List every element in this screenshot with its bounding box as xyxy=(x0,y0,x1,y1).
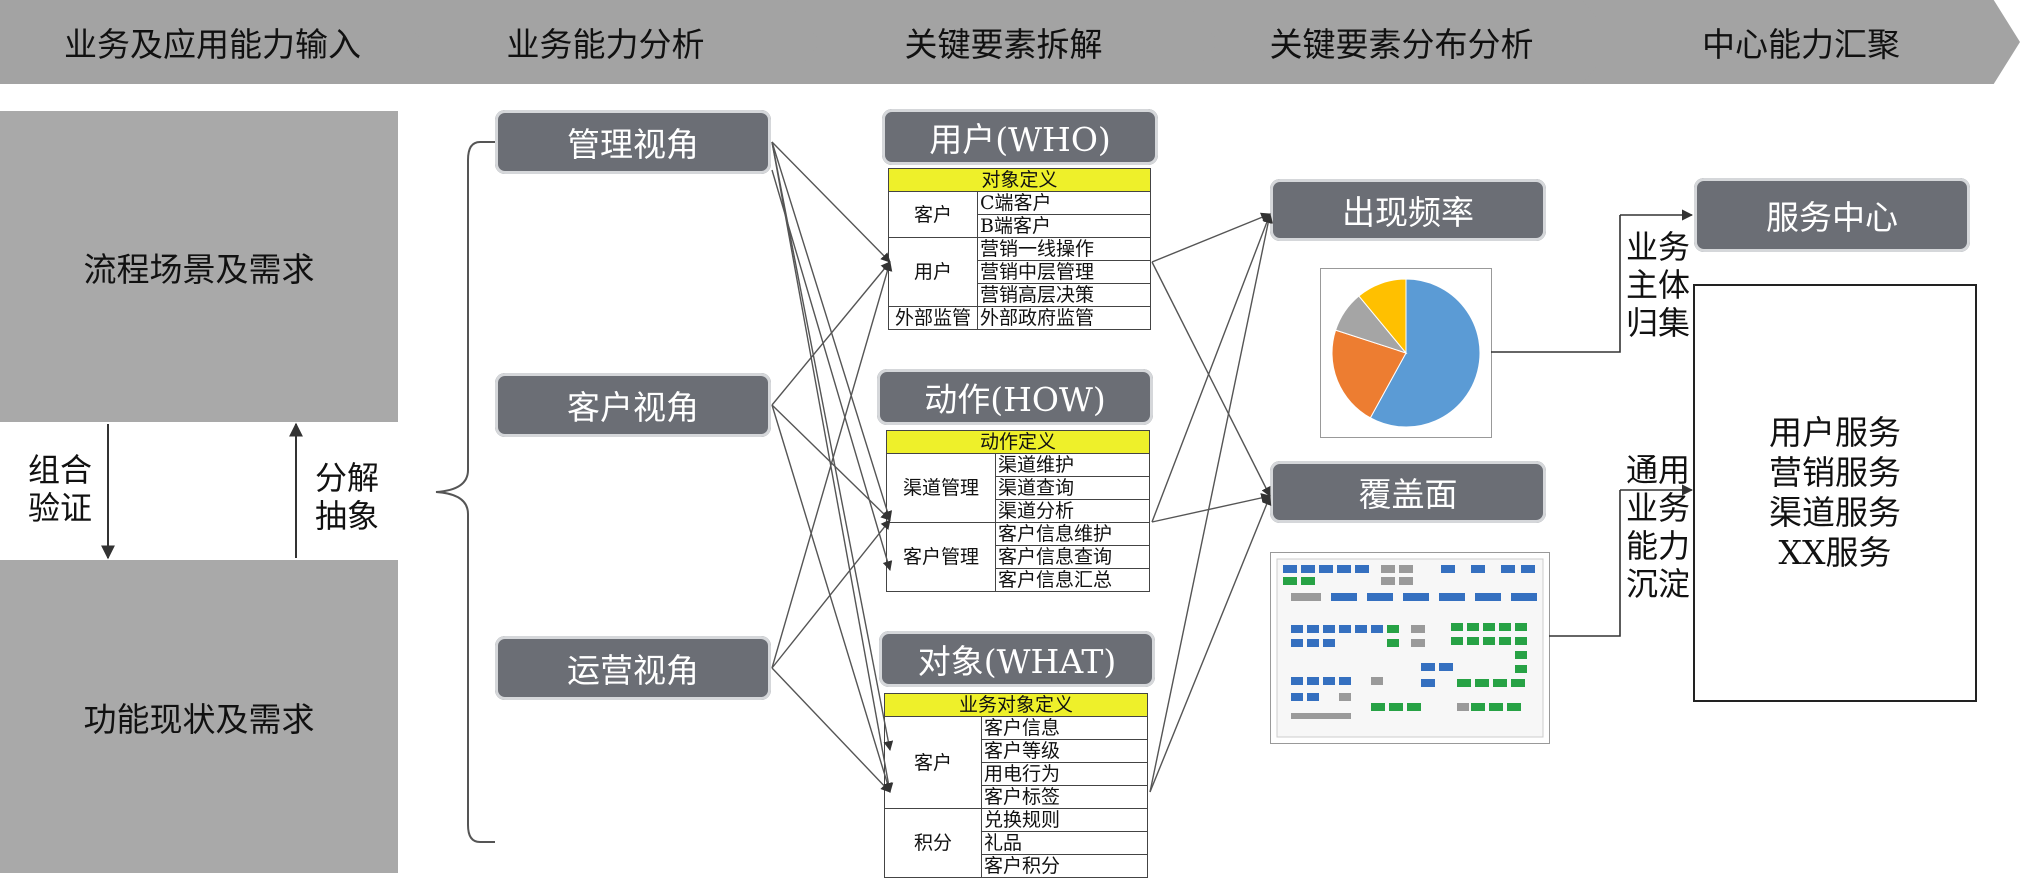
how-group: 渠道管理 xyxy=(886,453,996,523)
coverage-map-graphic xyxy=(1276,558,1544,738)
process-scenario-box: 流程场景及需求 xyxy=(0,111,398,422)
combine-verify-label: 组合 验证 xyxy=(28,451,93,527)
who-item: 营销高层决策 xyxy=(977,283,1151,307)
general-capability-label: 通用 业务 能力 沉淀 xyxy=(1626,451,1691,603)
pie-slice-yellow xyxy=(1358,278,1407,355)
stage-label: 中心能力汇聚 xyxy=(1702,25,1900,64)
management-perspective-node: 管理视角 xyxy=(495,110,771,174)
what-group: 积分 xyxy=(884,808,982,878)
pie-slice-orange xyxy=(1331,329,1407,419)
pie-svg xyxy=(1331,278,1481,428)
what-item: 兑换规则 xyxy=(981,808,1148,832)
stage-chevron-5: 中心能力汇聚 xyxy=(1582,0,2020,84)
who-table-header: 对象定义 xyxy=(888,168,1151,192)
customer-perspective-node: 客户视角 xyxy=(495,373,771,437)
how-node: 动作(HOW) xyxy=(877,369,1153,425)
how-item: 客户信息查询 xyxy=(995,545,1150,569)
who-item: 外部政府监管 xyxy=(977,306,1151,330)
what-node: 对象(WHAT) xyxy=(879,631,1155,687)
coverage-map-thumbnail xyxy=(1270,552,1550,744)
how-table-header: 动作定义 xyxy=(886,430,1150,454)
what-item: 用电行为 xyxy=(981,762,1148,786)
stage-label: 关键要素拆解 xyxy=(904,25,1103,64)
stage-label: 业务及应用能力输入 xyxy=(64,25,361,64)
what-item: 客户标签 xyxy=(981,785,1148,809)
decompose-abstract-label: 分解 抽象 xyxy=(315,459,380,535)
function-status-label: 功能现状及需求 xyxy=(83,699,315,739)
service-center-node: 服务中心 xyxy=(1694,178,1970,252)
service-item: 用户服务 xyxy=(1769,413,1901,452)
who-item: C端客户 xyxy=(977,191,1151,215)
frequency-node: 出现频率 xyxy=(1270,179,1546,241)
how-item: 渠道分析 xyxy=(995,499,1150,523)
how-item: 渠道查询 xyxy=(995,476,1150,500)
what-item: 客户等级 xyxy=(981,739,1148,763)
coverage-node: 覆盖面 xyxy=(1270,461,1546,523)
service-list-box: 用户服务 营销服务 渠道服务 XX服务 xyxy=(1693,284,1977,702)
how-table: 动作定义 渠道管理渠道维护 渠道查询 渠道分析 客户管理客户信息维护 客户信息查… xyxy=(886,430,1150,592)
pie-slice-blue xyxy=(1369,278,1481,428)
what-group: 客户 xyxy=(884,716,982,809)
who-item: 营销中层管理 xyxy=(977,260,1151,284)
who-node: 用户(WHO) xyxy=(882,109,1158,165)
what-table: 业务对象定义 客户客户信息 客户等级 用电行为 客户标签 积分兑换规则 礼品 客… xyxy=(884,693,1148,878)
who-group: 客户 xyxy=(888,191,978,238)
who-item: B端客户 xyxy=(977,214,1151,238)
how-item: 客户信息汇总 xyxy=(995,568,1150,592)
stage-chevron-3: 关键要素拆解 xyxy=(786,0,1221,84)
who-group: 用户 xyxy=(888,237,978,307)
service-item: XX服务 xyxy=(1778,533,1892,572)
business-subject-label: 业务 主体 归集 xyxy=(1626,228,1691,342)
function-status-box: 功能现状及需求 xyxy=(0,560,398,873)
what-item: 礼品 xyxy=(981,831,1148,855)
what-table-header: 业务对象定义 xyxy=(884,693,1148,717)
stage-chevron-4: 关键要素分布分析 xyxy=(1184,0,1619,84)
how-item: 客户信息维护 xyxy=(995,522,1150,546)
how-item: 渠道维护 xyxy=(995,453,1150,477)
who-item: 营销一线操作 xyxy=(977,237,1151,261)
stage-chevron-2: 业务能力分析 xyxy=(388,0,823,84)
perspective-brace xyxy=(435,141,495,843)
what-item: 客户信息 xyxy=(981,716,1148,740)
operation-perspective-node: 运营视角 xyxy=(495,636,771,700)
stage-chevron-1: 业务及应用能力输入 xyxy=(0,0,425,84)
how-group: 客户管理 xyxy=(886,522,996,592)
process-scenario-label: 流程场景及需求 xyxy=(83,249,315,289)
stage-label: 关键要素分布分析 xyxy=(1269,25,1534,64)
service-item: 营销服务 xyxy=(1769,453,1901,492)
frequency-pie-chart xyxy=(1320,268,1492,438)
what-item: 客户积分 xyxy=(981,854,1148,878)
stage-label: 业务能力分析 xyxy=(506,25,705,64)
service-item: 渠道服务 xyxy=(1769,493,1901,532)
who-group: 外部监管 xyxy=(888,306,978,330)
